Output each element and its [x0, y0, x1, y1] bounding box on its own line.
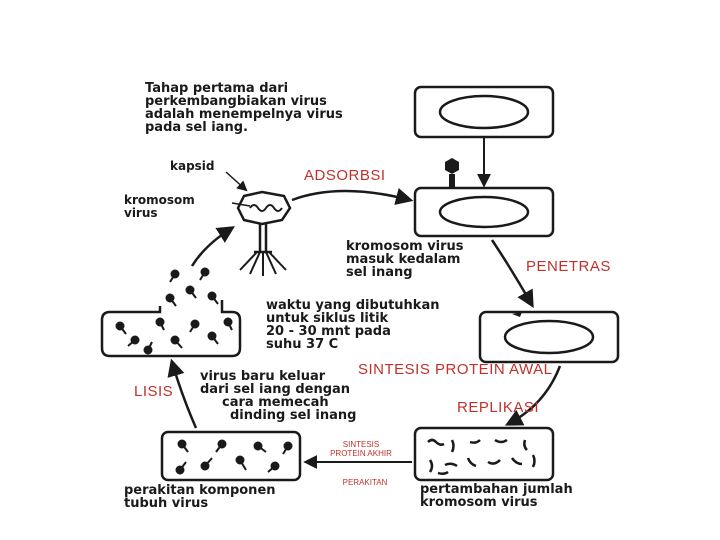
- kromosom-line: virus: [124, 206, 158, 220]
- note-line: virus baru keluar: [200, 369, 326, 384]
- arrow-adsorbsi: [291, 188, 414, 205]
- stage-penetras: PENETRAS: [526, 258, 611, 275]
- note-line: perakitan komponen: [124, 483, 276, 498]
- note-line: cara memecah: [222, 395, 329, 410]
- host-cell-initial: [413, 85, 555, 139]
- note-waktu: waktu yang dibutuhkan untuk siklus litik…: [266, 299, 439, 351]
- note-kromosom-masuk: kromosom virus masuk kedalam sel inang: [346, 240, 464, 279]
- host-cell-replication: [413, 426, 555, 482]
- note-line: waktu yang dibutuhkan: [266, 298, 440, 313]
- sintesis-akhir-line: SINTESIS: [342, 440, 380, 449]
- kapsid-label: kapsid: [170, 159, 215, 173]
- intro-line: adalah menempelnya virus: [145, 107, 343, 122]
- kapsid-pointer: [225, 171, 248, 192]
- note-line: 20 - 30 mnt pada: [266, 324, 391, 339]
- arrow-penetras: [490, 239, 534, 309]
- note-line: suhu 37 C: [266, 337, 339, 352]
- arrow-release: [190, 226, 235, 267]
- note-line: tubuh virus: [124, 496, 209, 511]
- stage-sintesis-awal: SINTESIS PROTEIN AWAL: [358, 361, 553, 378]
- host-cell-penetration: [478, 310, 620, 364]
- note-line: kromosom virus: [346, 239, 464, 254]
- kromosom-line: kromosom: [124, 193, 195, 207]
- note-virus-baru: virus baru keluar dari sel iang dengan c…: [200, 370, 356, 422]
- stage-perakitan: PERAKITAN: [342, 478, 388, 487]
- note-line: kromosom virus: [420, 495, 538, 510]
- note-line: dinding sel inang: [230, 408, 357, 423]
- note-line: masuk kedalam: [346, 252, 461, 267]
- note-perakitan-komponen: perakitan komponen tubuh virus: [124, 484, 276, 510]
- host-cell-lysis: [100, 267, 242, 358]
- note-line: untuk siklus litik: [266, 311, 389, 326]
- intro-line: perkembangbiakan virus: [145, 94, 327, 109]
- note-line: pertambahan jumlah: [420, 482, 573, 497]
- note-line: dari sel iang dengan: [200, 382, 351, 397]
- arrow-lisis: [167, 358, 198, 429]
- note-line: sel inang: [346, 265, 413, 280]
- intro-text: Tahap pertama dari perkembangbiakan viru…: [145, 82, 343, 134]
- stage-adsorbsi: ADSORBSI: [304, 167, 386, 184]
- stage-replikasi: REPLIKASI: [457, 399, 540, 416]
- stage-lisis: LISIS: [134, 383, 174, 400]
- note-pertambahan: pertambahan jumlah kromosom virus: [420, 483, 573, 509]
- intro-line: Tahap pertama dari: [145, 81, 289, 96]
- host-cell-assembly: [160, 430, 302, 482]
- intro-line: pada sel iang.: [145, 120, 248, 135]
- bacteriophage: [236, 190, 292, 276]
- kromosom-pointer: [231, 202, 251, 207]
- host-cell-adsorption: [413, 158, 555, 238]
- sintesis-akhir-line: PROTEIN AKHIR: [330, 449, 392, 458]
- stage-sintesis-akhir: SINTESIS PROTEIN AKHIR: [313, 440, 409, 458]
- kromosom-virus-label: kromosom virus: [124, 194, 195, 220]
- arrow-replikasi: [504, 365, 562, 426]
